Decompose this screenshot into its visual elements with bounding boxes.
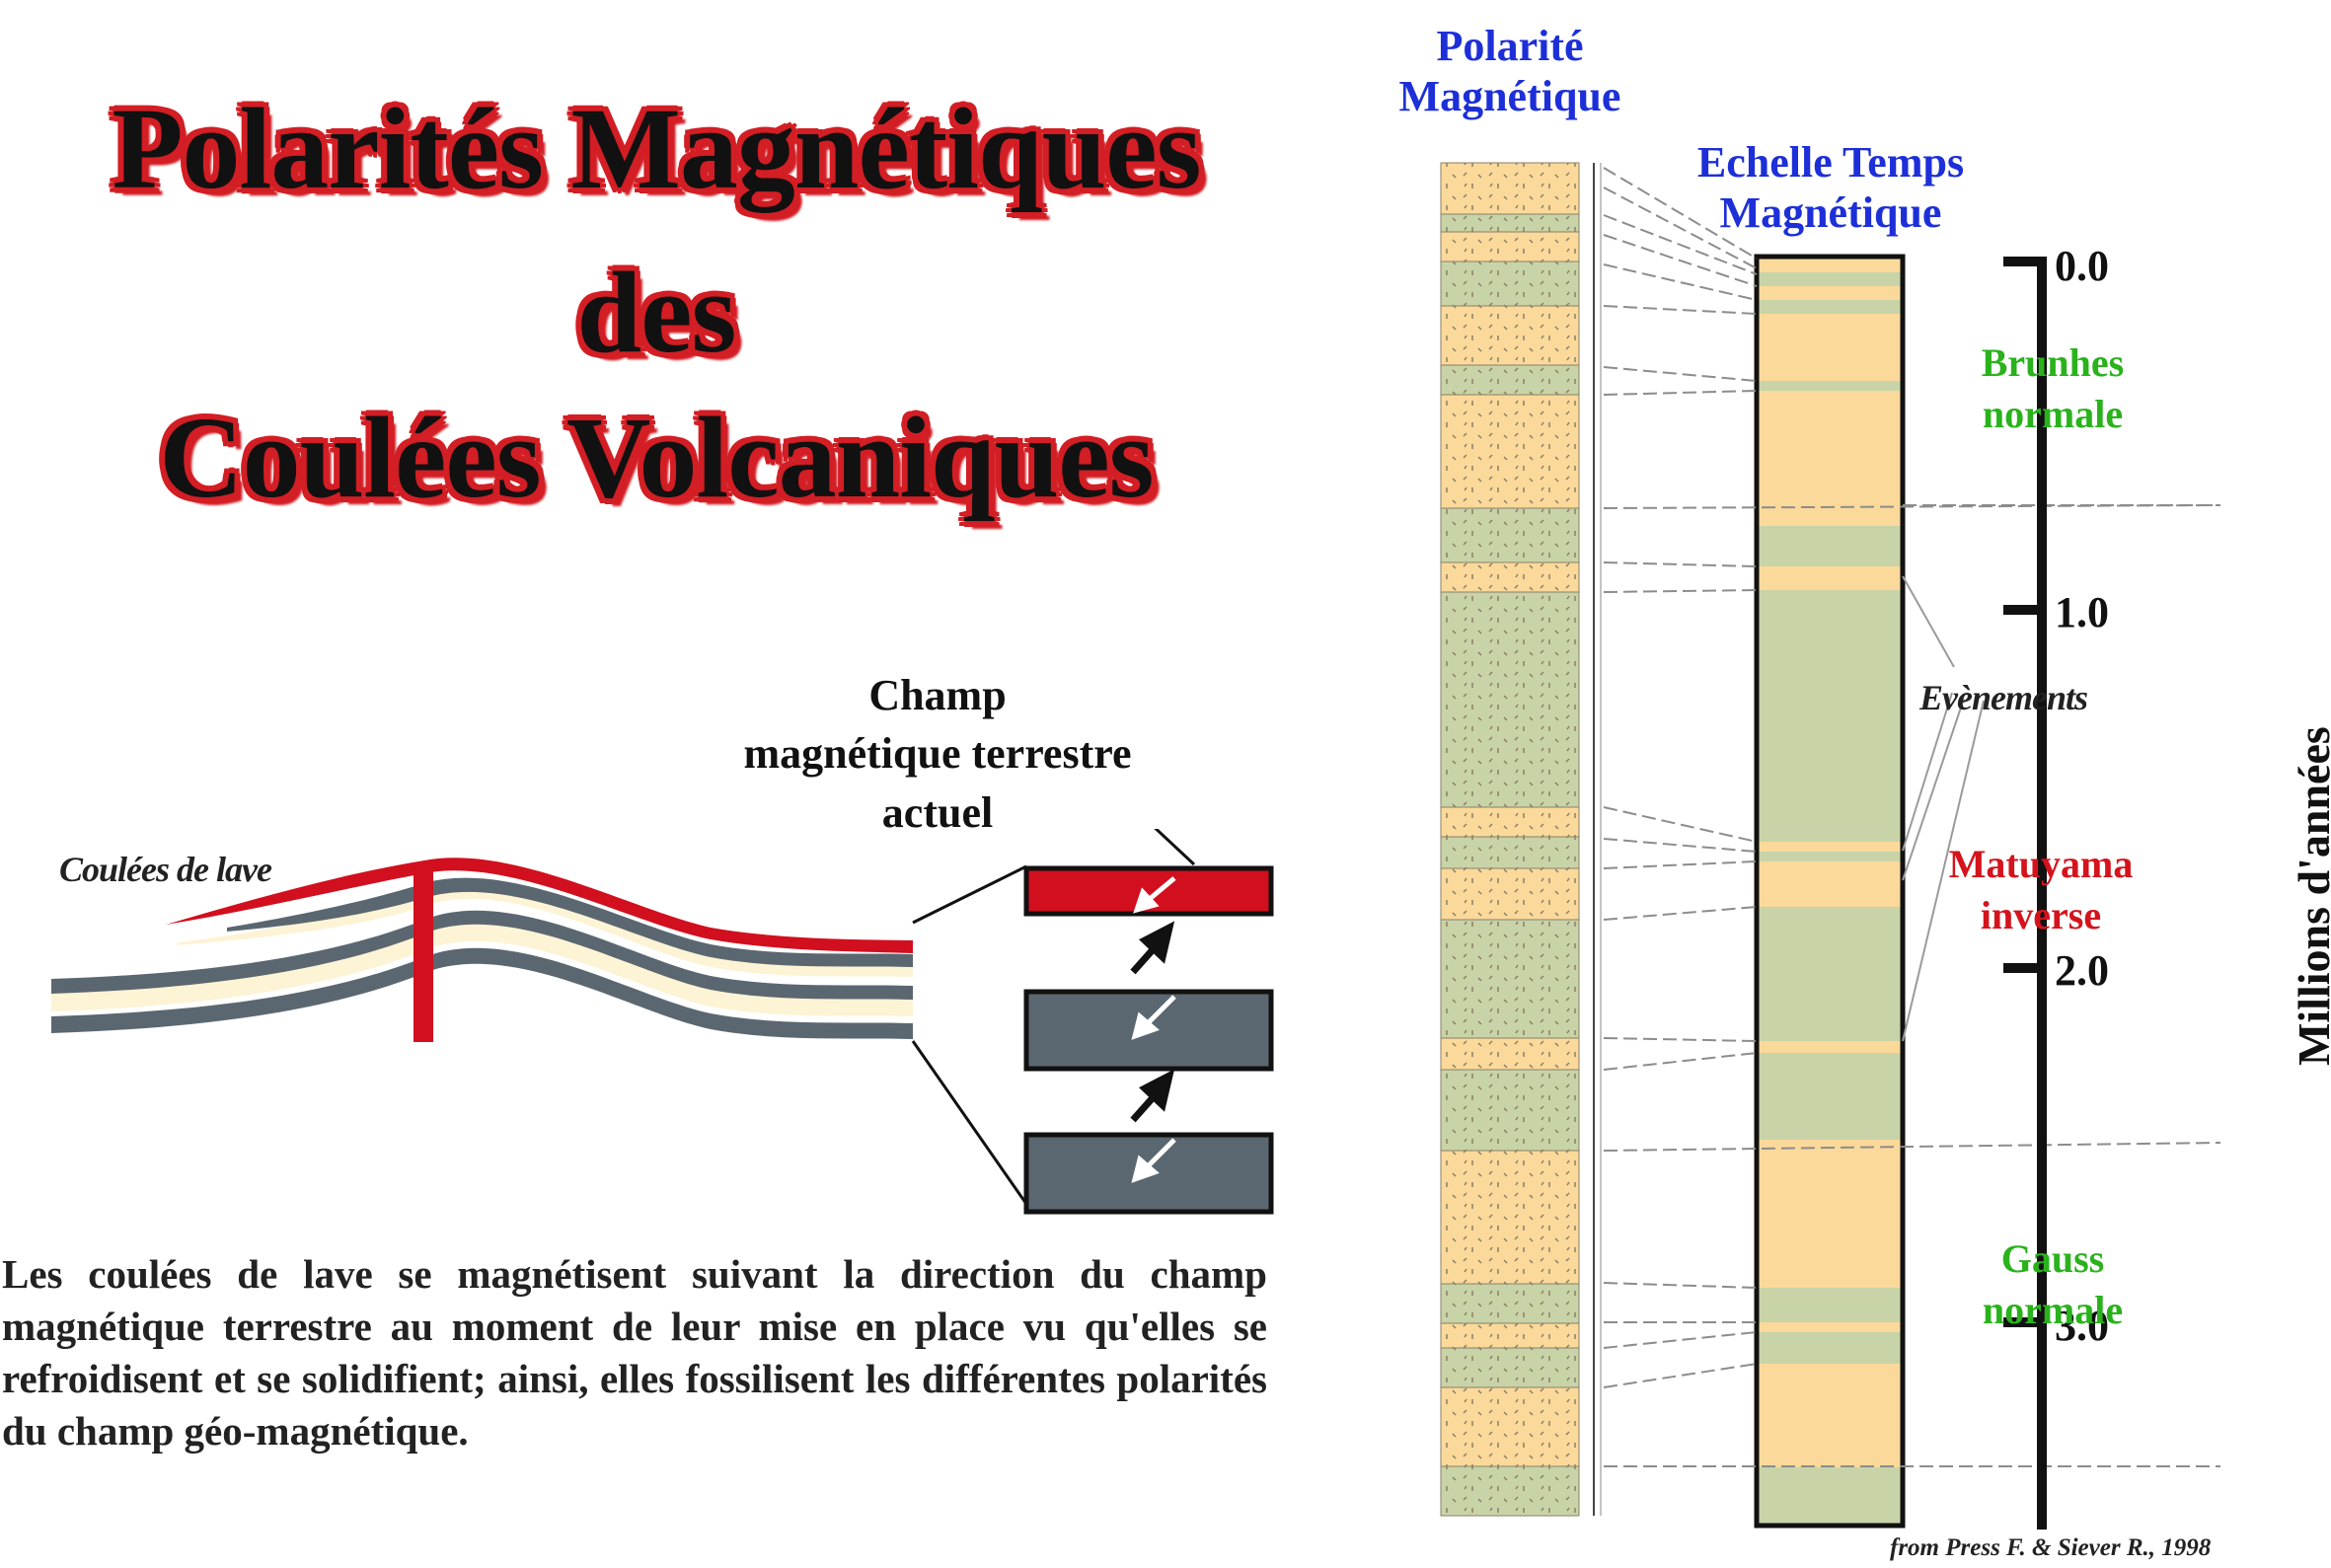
ts-reverse-6	[1757, 852, 1903, 861]
tick-label-1: 1.0	[2055, 588, 2109, 636]
white-arrow-3	[1131, 1138, 1176, 1183]
ts-reverse-8	[1757, 1053, 1903, 1140]
white-arrow-1	[1133, 876, 1176, 914]
lava-grey-layer-bottom	[51, 947, 913, 1039]
ts-normal-10	[1757, 1364, 1903, 1467]
ts-reverse-5	[1757, 590, 1903, 842]
lava-flow-diagram	[51, 829, 1274, 1215]
ts-normal-7	[1757, 1041, 1903, 1053]
title-line-1: Polarités Magnétiques	[112, 84, 1201, 213]
ts-normal-9	[1757, 1322, 1903, 1332]
polarity-header-line-1: Polarité	[1436, 22, 1584, 70]
matuyama-line-1: Matuyama	[1948, 842, 2134, 886]
ts-normal-3	[1757, 314, 1903, 526]
matuyama-label: Matuyama inverse	[1922, 839, 2159, 941]
lava-red-layer	[166, 858, 913, 953]
title-line-3: Coulées Volcaniques	[159, 393, 1154, 522]
zoom-line-bottom	[911, 1040, 1028, 1205]
ts-reverse-7	[1757, 907, 1903, 1041]
lava-layers	[51, 858, 913, 1042]
rock-column	[1440, 162, 1602, 1517]
brunhes-line-2: normale	[1982, 392, 2124, 436]
ts-normal-2	[1757, 286, 1903, 300]
tick-label-0: 0.0	[2055, 242, 2109, 290]
white-arrow-2	[1131, 995, 1176, 1040]
ts-normal-8	[1757, 1140, 1903, 1288]
tick-1	[2003, 605, 2047, 615]
black-arrow-2	[1130, 1069, 1175, 1123]
source-credit: from Press F. & Siever R., 1998	[1890, 1534, 2212, 1561]
champ-pointer-line	[1154, 829, 1196, 866]
ts-reverse-4	[1757, 526, 1903, 566]
correlation-lines	[1603, 167, 2221, 1467]
ts-frame	[1754, 254, 1906, 1529]
tick-label-3: 3.0	[2055, 1302, 2109, 1350]
brunhes-line-1: Brunhes	[1981, 340, 2125, 385]
time-axis	[2003, 257, 2047, 1530]
description-paragraph: Les coulées de lave se magnétisent suiva…	[2, 1251, 1267, 1454]
gauss-line-2: normale	[1982, 1288, 2124, 1332]
zoom-line-top	[912, 864, 1027, 925]
lava-cream-layer-lower	[51, 923, 913, 1016]
event-pointers	[1902, 575, 1985, 1042]
ts-normal-5	[1757, 842, 1903, 852]
black-arrow-1	[1130, 921, 1175, 975]
ts-normal-1	[1757, 257, 1903, 272]
timescale-header-line-2: Magnétique	[1719, 187, 1942, 237]
gauss-label: Gauss normale	[1934, 1233, 2171, 1336]
rock-texture	[1441, 163, 1579, 1516]
champ-line-2: magnétique terrestre	[743, 729, 1132, 779]
current-field-label: Champ magnétique terrestre actuel	[641, 666, 1234, 842]
timescale-header: Echelle Temps Magnétique	[1638, 138, 2023, 238]
polarity-header: Polarité Magnétique	[1342, 22, 1678, 121]
polarity-chart	[1440, 162, 2221, 1530]
events-label: Evènements	[1919, 678, 2088, 717]
tick-label-2: 2.0	[2055, 946, 2109, 995]
ts-reverse-11	[1757, 1467, 1903, 1526]
tick-0	[2003, 257, 2047, 266]
ts-normal-6	[1757, 861, 1903, 907]
ts-reverse-10	[1757, 1332, 1903, 1364]
brunhes-label: Brunhes normale	[1934, 337, 2171, 440]
tick-3	[2003, 1317, 2047, 1327]
lava-grey-layer-middle	[51, 910, 913, 1000]
champ-line-1: Champ	[868, 671, 1007, 719]
volcanic-conduit	[414, 866, 433, 1042]
ts-reverse-2	[1757, 300, 1903, 314]
axis-title: Millions d'années	[2289, 726, 2331, 1066]
ts-normal-4	[1757, 566, 1903, 590]
lava-flows-label: Coulées de lave	[59, 850, 272, 889]
ts-reverse-9	[1757, 1288, 1903, 1322]
time-axis-bar	[2037, 257, 2047, 1530]
champ-line-3: actuel	[881, 787, 994, 837]
tick-2	[2003, 963, 2047, 973]
polarity-header-line-2: Magnétique	[1398, 71, 1621, 120]
gauss-line-1: Gauss	[2000, 1236, 2105, 1281]
timescale-column	[1754, 254, 1906, 1529]
timescale-header-line-1: Echelle Temps	[1696, 138, 1965, 187]
lava-grey-layer-top	[227, 877, 913, 967]
title-line-2: des	[576, 248, 737, 377]
matuyama-line-2: inverse	[1980, 893, 2102, 937]
ts-reverse-3	[1757, 381, 1903, 391]
ts-reverse-1	[1757, 272, 1903, 286]
